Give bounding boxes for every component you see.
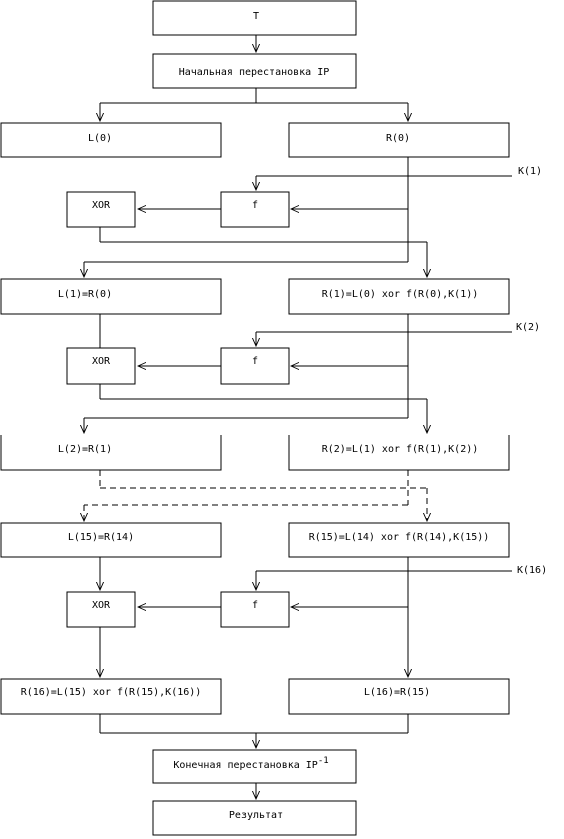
l16-box: L(16)=R(15) (288, 678, 510, 715)
key-k1-label: K(1) (518, 166, 542, 177)
l1-label: L(1)=R(0) (58, 289, 112, 300)
f-box-1: f (220, 191, 290, 228)
l15-box: L(15)=R(14) (0, 522, 222, 558)
l16-label: L(16)=R(15) (364, 687, 430, 698)
f-label-16: f (252, 600, 258, 611)
final-permutation-superscript: -1 (318, 756, 329, 766)
f-label-2: f (252, 356, 258, 367)
r2-box: R(2)=L(1) xor f(R(1),K(2)) (288, 435, 510, 471)
xor-box-1: XOR (66, 191, 136, 228)
input-box: T (152, 0, 357, 36)
l15-label: L(15)=R(14) (68, 532, 134, 543)
initial-permutation-box: Начальная перестановка IP (152, 53, 357, 89)
l2-label: L(2)=R(1) (58, 444, 112, 455)
xor-box-2: XOR (66, 347, 136, 385)
xor-box-16: XOR (66, 591, 136, 628)
xor-label-1: XOR (92, 200, 111, 211)
l1-box: L(1)=R(0) (0, 278, 222, 315)
f-label-1: f (252, 200, 258, 211)
r2-label: R(2)=L(1) xor f(R(1),K(2)) (322, 444, 479, 455)
result-box: Результат (152, 800, 357, 836)
r15-box: R(15)=L(14) xor f(R(14),K(15)) (288, 522, 510, 558)
f-box-2: f (220, 347, 290, 385)
r15-label: R(15)=L(14) xor f(R(14),K(15)) (309, 532, 490, 543)
initial-permutation-label: Начальная перестановка IP (179, 67, 330, 78)
xor-label-2: XOR (92, 356, 111, 367)
connectors (84, 35, 512, 799)
l0-box: L(0) (0, 122, 222, 158)
r1-box: R(1)=L(0) xor f(R(0),K(1)) (288, 278, 510, 315)
key-k16-label: K(16) (517, 565, 547, 576)
final-permutation-box: Конечная перестановка IP-1 (152, 749, 357, 784)
f-box-16: f (220, 591, 290, 628)
key-k2-label: K(2) (516, 322, 540, 333)
l2-box: L(2)=R(1) (0, 435, 222, 471)
r0-label: R(0) (386, 133, 410, 144)
r16-box: R(16)=L(15) xor f(R(15),K(16)) (0, 678, 222, 715)
l0-label: L(0) (88, 133, 112, 144)
result-label: Результат (229, 810, 283, 821)
input-label: T (253, 11, 259, 22)
r16-label: R(16)=L(15) xor f(R(15),K(16)) (21, 687, 202, 698)
xor-label-16: XOR (92, 600, 111, 611)
final-permutation-text: Конечная перестановка IP (173, 760, 318, 771)
final-permutation-label: Конечная перестановка IP-1 (173, 756, 328, 771)
r0-box: R(0) (288, 122, 510, 158)
r1-label: R(1)=L(0) xor f(R(0),K(1)) (322, 289, 479, 300)
